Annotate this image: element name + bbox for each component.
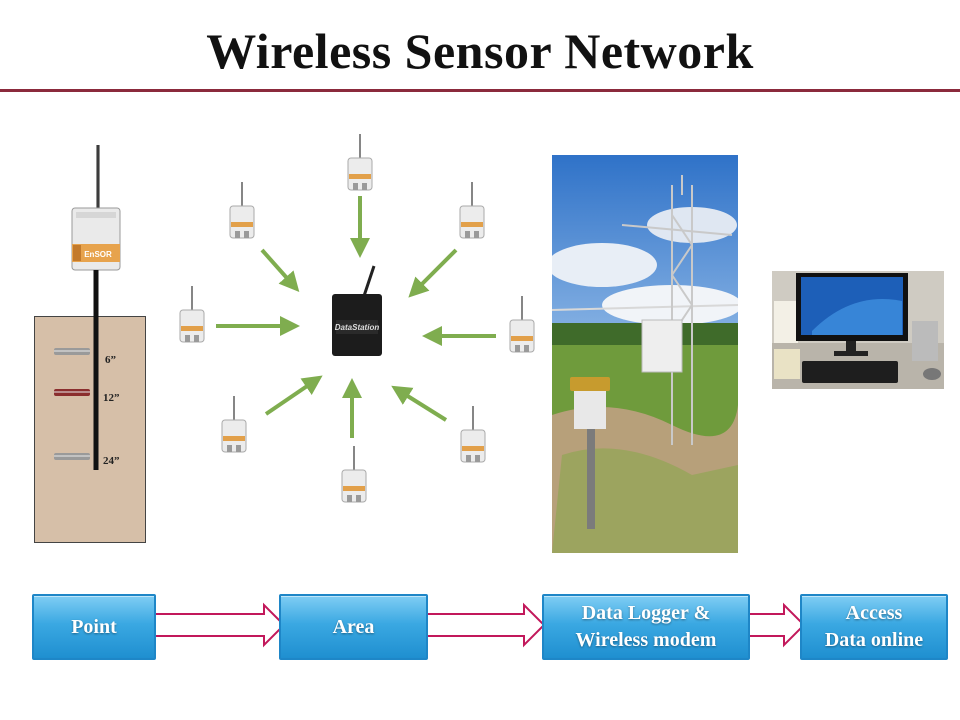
flow-step-label: Data Logger & — [581, 602, 711, 624]
sensor-node-icon — [509, 295, 535, 353]
flow-step-label: Wireless modem — [575, 629, 717, 651]
sensor-node-icon — [341, 445, 367, 503]
weather-station-photo — [552, 155, 738, 553]
depth-label-24: 24” — [103, 455, 120, 467]
sensor-node-icon — [229, 181, 255, 239]
signal-arrow — [391, 385, 448, 422]
flow-arrows — [153, 602, 806, 648]
flow-step-label: Point — [71, 615, 117, 638]
sensor-node-icon — [459, 181, 485, 239]
moisture-probes-icon — [54, 348, 90, 460]
flow-arrow-1 — [153, 602, 286, 648]
sensor-node-icon — [221, 395, 247, 453]
depth-label-6: 6” — [105, 354, 116, 366]
probe-logo: EnSOR — [84, 250, 112, 259]
flow-arrow-3 — [745, 602, 806, 648]
flow-step-label: Data online — [824, 629, 924, 651]
flow-arrow-2 — [423, 602, 546, 648]
computer-workstation-photo — [772, 271, 944, 389]
flow-step-label: Area — [332, 615, 375, 638]
depth-label-12: 12” — [103, 392, 120, 404]
probe-6in — [54, 348, 90, 355]
signal-arrow — [408, 248, 458, 298]
flow-step-area: Area — [279, 594, 428, 660]
data-station-icon: DataStation — [332, 265, 382, 356]
sensor-node-icon — [179, 285, 205, 343]
probe-24in — [54, 453, 90, 460]
probe-station-icon: EnSOR — [71, 145, 121, 470]
hub-logo: DataStation — [335, 323, 380, 332]
sensor-node-icon — [460, 405, 486, 463]
title-divider — [0, 89, 960, 92]
flow-step-point: Point — [32, 594, 156, 660]
sensor-network-diagram: DataStation — [179, 133, 535, 503]
signal-arrow — [264, 375, 323, 416]
flow-step-label: Access — [845, 602, 903, 624]
flow-step-data-logger: Data Logger & Wireless modem — [542, 594, 750, 660]
sensor-node-icon — [347, 133, 373, 191]
probe-12in — [54, 389, 90, 396]
signal-arrow — [260, 248, 300, 292]
page-title: Wireless Sensor Network — [206, 23, 754, 79]
soil-cross-section — [34, 316, 146, 543]
